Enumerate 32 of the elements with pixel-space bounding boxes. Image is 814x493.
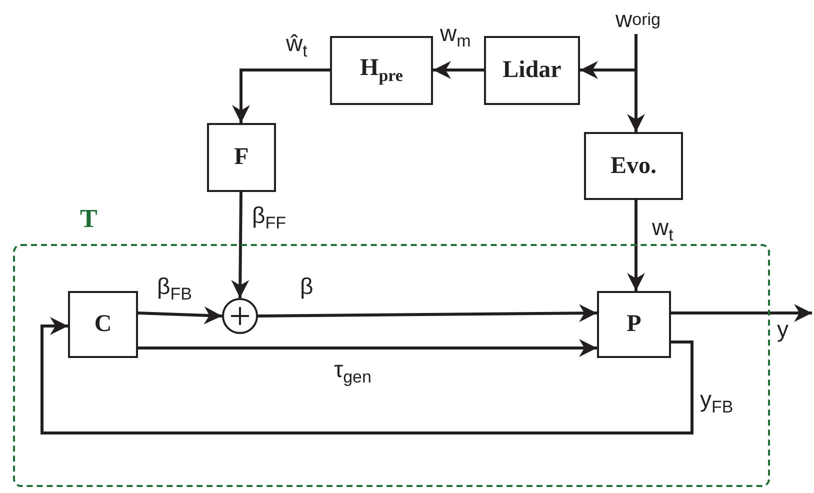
block-label: H$_{pre}$ bbox=[360, 55, 403, 86]
arrow bbox=[433, 61, 484, 79]
arrow bbox=[138, 339, 597, 357]
signal-label: w$_{t}$ bbox=[652, 216, 674, 244]
block bbox=[484, 36, 580, 105]
signal-label: β$_{FB}$ bbox=[157, 275, 192, 303]
signal-label: β bbox=[300, 275, 314, 298]
block-label: C bbox=[94, 311, 112, 338]
signal-label: ŵ$_{t}$ bbox=[286, 32, 308, 60]
block bbox=[207, 123, 276, 192]
signal-label: y$_{FB}$ bbox=[700, 388, 734, 416]
block bbox=[597, 291, 671, 358]
arrow bbox=[627, 200, 645, 291]
block-label: Lidar bbox=[502, 57, 562, 84]
arrow bbox=[40, 317, 694, 434]
block-label: P bbox=[626, 311, 642, 338]
arrow bbox=[138, 306, 222, 324]
arrow bbox=[671, 304, 812, 322]
block bbox=[330, 36, 433, 105]
block-label: F bbox=[234, 144, 249, 171]
block bbox=[584, 132, 683, 200]
signal-label: y bbox=[777, 318, 788, 341]
signal-label: τ$_{gen}$ bbox=[334, 358, 372, 386]
signal-label: w$_{m}$ bbox=[440, 22, 471, 50]
block-label: Evo. bbox=[610, 152, 656, 180]
arrow bbox=[232, 68, 330, 123]
group-title: T bbox=[80, 206, 98, 232]
signal-label: β$_{FF}$ bbox=[252, 204, 286, 232]
arrow bbox=[231, 192, 250, 298]
arrow bbox=[258, 304, 598, 322]
block bbox=[68, 291, 138, 358]
summing-junction bbox=[222, 298, 258, 334]
